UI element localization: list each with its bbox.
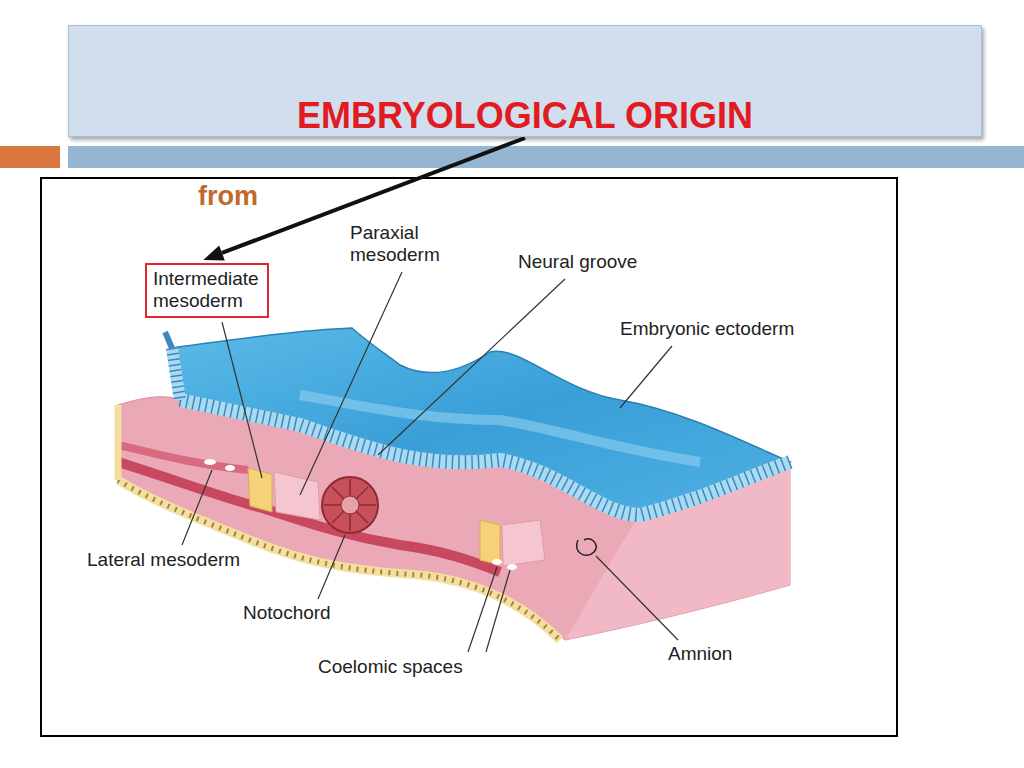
- mesoderm-body-part: [118, 445, 248, 470]
- notochord-part-part: [324, 504, 341, 506]
- accent-bar: [0, 146, 60, 168]
- header-bar: [68, 146, 1024, 168]
- notochord-part-part: [332, 511, 344, 523]
- leader-lines-part: [378, 279, 565, 455]
- somite-blocks-part: [480, 520, 500, 565]
- structure-label: Embryonic ectoderm: [620, 318, 794, 340]
- ectoderm-sheet-part: [180, 400, 790, 515]
- leader-lines-part: [318, 535, 345, 599]
- leader-lines-part: [596, 556, 678, 640]
- figure-frame: [41, 178, 897, 736]
- coelomic-spaces-part: [204, 459, 216, 465]
- ectoderm-sheet-part: [172, 348, 180, 400]
- somite-blocks: [248, 468, 545, 566]
- note-text: from: [198, 181, 258, 211]
- ectoderm-sheet-part: [172, 328, 790, 515]
- coelomic-spaces-part: [492, 559, 502, 565]
- ectoderm-sheet-part: [165, 332, 172, 348]
- notochord-part-part: [356, 511, 368, 523]
- coelomic-spaces-part: [507, 564, 517, 570]
- endoderm-layer-part: [115, 405, 122, 480]
- arrow-head: [203, 245, 225, 260]
- leader-lines-part: [182, 470, 212, 545]
- leader-lines-part: [222, 322, 262, 478]
- notochord-part-part: [332, 487, 344, 499]
- structure-label: Intermediate mesoderm: [153, 268, 259, 312]
- notochord-part-part: [359, 504, 376, 506]
- notochord-part: [324, 479, 376, 531]
- ectoderm-sheet-part: [180, 400, 790, 515]
- leader-lines: [182, 272, 678, 652]
- leader-lines-part: [468, 567, 497, 652]
- structure-label: Neural groove: [518, 251, 637, 273]
- structure-label: Lateral mesoderm: [87, 549, 240, 571]
- notochord: [322, 477, 378, 533]
- leader-lines-part: [486, 570, 510, 652]
- title-band: EMBRYOLOGICAL ORIGIN: [68, 25, 982, 137]
- slide-title: EMBRYOLOGICAL ORIGIN: [69, 96, 981, 136]
- structure-label: Notochord: [243, 602, 331, 624]
- notochord-part: [322, 477, 378, 533]
- amnion-curl: [577, 539, 597, 555]
- highlight-box: Intermediate mesoderm: [145, 263, 269, 318]
- structure-label: Paraxial mesoderm: [350, 222, 440, 266]
- structure-label: Coelomic spaces: [318, 656, 463, 678]
- coelomic-spaces-part: [225, 465, 235, 471]
- notochord-part-part: [349, 479, 351, 496]
- notochord-part-part: [356, 487, 368, 499]
- leader-lines-part: [620, 346, 672, 408]
- ectoderm-sheet: [165, 328, 790, 515]
- leader-lines-part: [300, 272, 402, 495]
- somite-blocks-part: [274, 472, 320, 520]
- somite-blocks-part: [248, 468, 272, 512]
- ectoderm-sheet-part: [172, 348, 180, 400]
- coelomic-spaces: [204, 459, 517, 570]
- structure-label: Amnion: [668, 643, 732, 665]
- amnion-curl-part: [577, 539, 597, 555]
- somite-blocks-part: [502, 520, 545, 566]
- notochord-part-part: [349, 514, 351, 531]
